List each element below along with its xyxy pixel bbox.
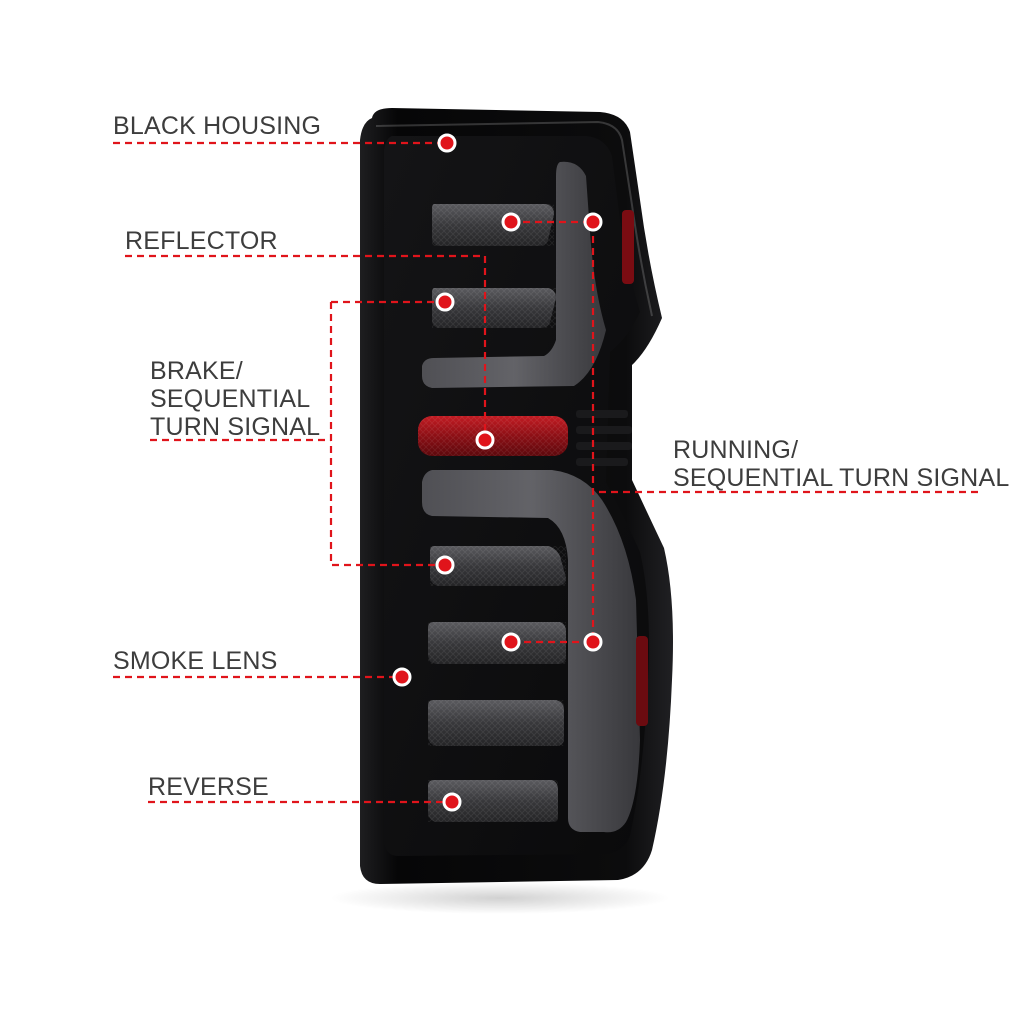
side-marker-bottom	[636, 636, 648, 726]
callout-dots	[392, 133, 603, 812]
label-brake-turn: BRAKE/ SEQUENTIAL TURN SIGNAL	[150, 357, 320, 441]
floor-shadow	[330, 882, 670, 914]
red-dot-icon	[583, 632, 603, 652]
red-dot-icon	[442, 792, 462, 812]
leader-lines	[113, 141, 978, 804]
label-black-housing: BLACK HOUSING	[113, 112, 321, 140]
led-strip-texture	[428, 622, 566, 664]
label-line: BLACK HOUSING	[113, 112, 322, 140]
label-reverse: REVERSE	[148, 773, 269, 801]
label-line: REVERSE	[148, 773, 269, 801]
leader-reflector	[125, 254, 487, 440]
label-line: SEQUENTIAL TURN SIGNAL	[673, 464, 1010, 492]
red-dot-icon	[437, 133, 457, 153]
red-dot-icon	[501, 212, 521, 232]
red-dot-icon	[435, 555, 455, 575]
label-running-turn: RUNNING/ SEQUENTIAL TURN SIGNAL	[673, 436, 1009, 492]
upper-light-bar	[422, 161, 606, 388]
red-dot-icon	[501, 632, 521, 652]
led-strip-texture	[432, 288, 556, 328]
connector-ribs	[576, 410, 632, 466]
led-strip-texture	[428, 700, 564, 746]
leader-brake-turn	[150, 300, 445, 567]
label-line: RUNNING/	[673, 436, 799, 464]
led-strips	[428, 204, 566, 822]
side-marker-top	[622, 210, 634, 284]
label-line: TURN SIGNAL	[150, 413, 321, 441]
red-dot-icon	[392, 667, 412, 687]
label-line: SMOKE LENS	[113, 647, 278, 675]
lower-light-bar	[422, 470, 640, 833]
red-dot-icon	[475, 430, 495, 450]
label-line: REFLECTOR	[125, 227, 278, 255]
led-strip-texture	[432, 204, 554, 246]
leader-running-turn	[511, 220, 978, 644]
label-reflector: REFLECTOR	[125, 227, 278, 255]
red-dot-icon	[583, 212, 603, 232]
label-line: BRAKE/	[150, 357, 243, 385]
label-line: SEQUENTIAL	[150, 385, 311, 413]
label-smoke-lens: SMOKE LENS	[113, 647, 278, 675]
housing-rim	[375, 120, 653, 317]
red-dot-icon	[435, 292, 455, 312]
